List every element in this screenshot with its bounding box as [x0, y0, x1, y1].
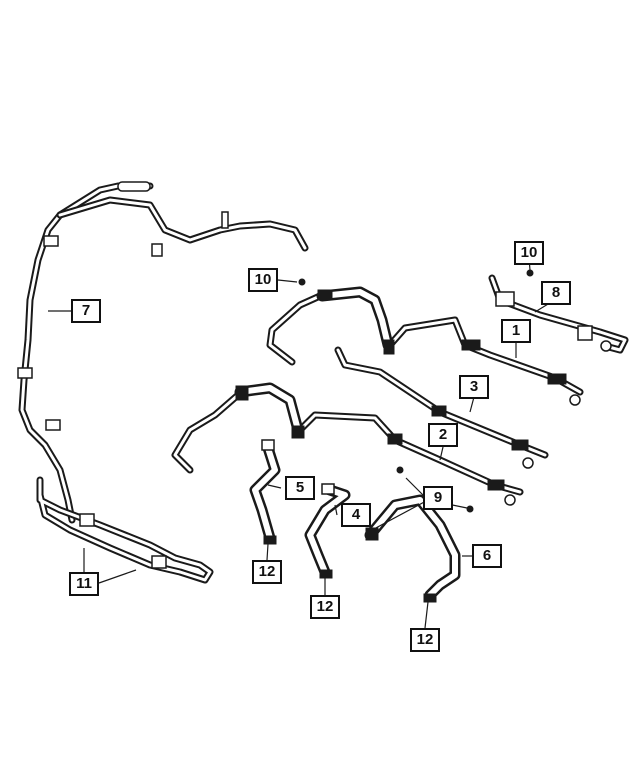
pressure-hose-part-1: [461, 339, 584, 406]
clamp-part-12-middle: [319, 569, 333, 579]
hose-part-4: [304, 483, 351, 578]
hose-part-3: [334, 346, 549, 469]
callout-part-12-left: 12: [252, 560, 282, 584]
callout-part-1: 1: [501, 319, 531, 343]
callout-part-12-right: 12: [410, 628, 440, 652]
pressure-line-part-7: [17, 181, 309, 524]
bolt-part-9-left: [396, 466, 404, 474]
clamp-part-12-left: [263, 535, 277, 545]
middle-hose-assembly: [171, 382, 305, 474]
upper-hose-assembly: [266, 286, 469, 366]
clamp-part-12-right: [423, 593, 437, 603]
callout-part-3: 3: [459, 375, 489, 399]
hose-part-2: [296, 411, 524, 506]
callout-part-8: 8: [541, 281, 571, 305]
callout-part-7: 7: [71, 299, 101, 323]
callout-part-11: 11: [69, 572, 99, 596]
callout-part-9: 9: [423, 486, 453, 510]
callout-part-6: 6: [472, 544, 502, 568]
callout-part-5: 5: [285, 476, 315, 500]
return-line-part-8: [488, 274, 629, 354]
callout-part-10-left: 10: [248, 268, 278, 292]
bolt-part-9-right: [466, 505, 474, 513]
hose-part-5: [249, 439, 281, 544]
cooler-line-part-11: [36, 476, 214, 584]
callout-part-12-middle: 12: [310, 595, 340, 619]
bolt-part-10-left: [298, 278, 306, 286]
callout-part-4: 4: [341, 503, 371, 527]
hose-part-6: [364, 494, 461, 601]
bolt-part-10-right: [526, 269, 534, 277]
callout-part-10-right: 10: [514, 241, 544, 265]
callout-part-2: 2: [428, 423, 458, 447]
